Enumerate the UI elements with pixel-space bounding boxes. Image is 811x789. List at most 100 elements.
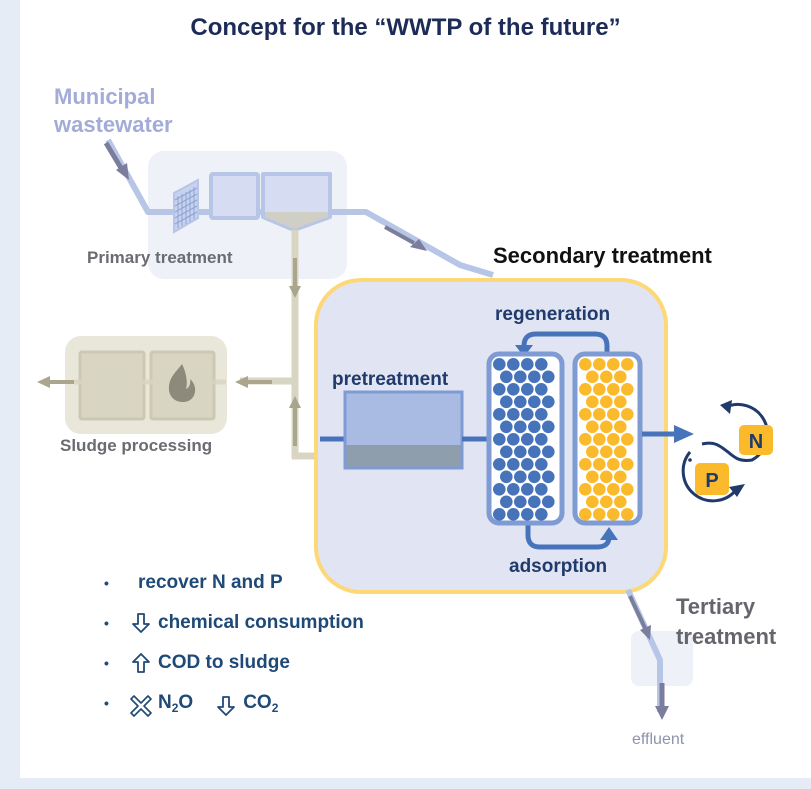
tertiary-treatment-label: Tertiary treatment <box>676 592 776 652</box>
adsorbent-bead <box>607 433 620 446</box>
bullet-dot: • <box>104 615 109 631</box>
adsorbent-bead <box>621 383 634 396</box>
co2-text: CO2 <box>243 690 278 721</box>
adsorbent-bead <box>614 445 627 459</box>
adsorbent-bead <box>493 483 506 496</box>
adsorbent-bead <box>586 445 599 459</box>
arrow-down-outline-icon <box>132 613 150 633</box>
adsorbent-bead <box>542 495 555 509</box>
tertiary-label-line1: Tertiary <box>676 594 756 619</box>
benefit-text: COD to sludge <box>158 652 290 673</box>
adsorbent-bead <box>542 370 555 384</box>
blue-adsorbent-beads <box>493 358 555 521</box>
pretreatment-label: pretreatment <box>332 369 449 390</box>
municipal-wastewater-label: Municipal wastewater <box>54 83 173 139</box>
adsorbent-bead <box>521 458 534 471</box>
adsorbent-bead <box>493 383 506 396</box>
adsorbent-bead <box>621 458 634 471</box>
adsorbent-bead <box>586 420 599 434</box>
municipal-label-line1: Municipal <box>54 84 156 109</box>
adsorbent-bead <box>514 445 527 459</box>
adsorbent-bead <box>579 383 592 396</box>
adsorbent-bead <box>579 483 592 496</box>
adsorbent-bead <box>600 470 613 484</box>
adsorbent-bead <box>579 433 592 446</box>
adsorbent-bead <box>507 408 520 421</box>
nitrogen-label: N <box>749 431 763 453</box>
secondary-treatment-label: Secondary treatment <box>493 243 712 268</box>
adsorbent-bead <box>593 458 606 471</box>
adsorbent-bead <box>586 495 599 509</box>
adsorbent-bead <box>586 370 599 384</box>
adsorbent-bead <box>600 420 613 434</box>
influent-pipe <box>105 138 494 278</box>
n2o-o: O <box>178 692 194 713</box>
pretreatment-tank <box>343 390 464 470</box>
phosphorus-label: P <box>705 470 718 492</box>
adsorbent-bead <box>521 433 534 446</box>
primary-tank-1 <box>209 172 260 220</box>
adsorbent-bead <box>521 358 534 371</box>
adsorbent-bead <box>614 370 627 384</box>
phosphorus-badge <box>695 463 729 495</box>
benefit-text: chemical consumption <box>158 612 364 633</box>
adsorbent-bead <box>600 495 613 509</box>
adsorbent-bead <box>521 383 534 396</box>
flame-icon <box>168 364 196 402</box>
sludge-processing-label: Sludge processing <box>60 436 213 455</box>
municipal-label-line2: wastewater <box>54 112 173 137</box>
sludge-up-arrow-icon <box>289 396 301 446</box>
adsorbent-bead <box>507 483 520 496</box>
adsorbent-bead <box>614 495 627 509</box>
adsorption-arrow-icon <box>525 525 618 550</box>
n2o-n: N <box>158 692 172 713</box>
adsorbent-bead <box>507 358 520 371</box>
adsorbent-bead <box>621 408 634 421</box>
adsorbent-bead <box>521 508 534 521</box>
nitrogen-badge <box>739 425 773 455</box>
bullet-dot: • <box>104 695 109 711</box>
adsorbent-bead <box>542 470 555 484</box>
adsorbent-bead <box>600 370 613 384</box>
adsorbent-bead <box>621 358 634 371</box>
nutrient-recovery-cycle-icon <box>681 400 770 503</box>
adsorbent-bead <box>514 495 527 509</box>
n2o-subscript: 2 <box>171 701 179 715</box>
adsorbent-bead <box>528 495 541 509</box>
adsorbent-bead <box>621 483 634 496</box>
adsorbent-bead <box>621 433 634 446</box>
adsorbent-bead <box>607 458 620 471</box>
adsorbent-bead <box>579 508 592 521</box>
adsorbent-bead <box>528 420 541 434</box>
effluent-arrow-icon <box>655 683 669 720</box>
cross-outline-icon <box>130 694 152 717</box>
regeneration-arrow-icon <box>515 331 610 357</box>
adsorbent-bead <box>607 483 620 496</box>
adsorbent-bead <box>493 458 506 471</box>
adsorbent-bead <box>493 508 506 521</box>
adsorbent-bead <box>535 408 548 421</box>
adsorbent-bead <box>621 508 634 521</box>
adsorbent-bead <box>607 358 620 371</box>
screen-grid-icon <box>173 178 199 234</box>
adsorbent-bead <box>593 483 606 496</box>
adsorbent-bead <box>579 408 592 421</box>
regeneration-label: regeneration <box>495 304 611 325</box>
adsorbent-bead <box>542 395 555 409</box>
adsorbent-bead <box>607 408 620 421</box>
sludge-tank-1 <box>78 350 146 421</box>
sludge-left-arrow-icon <box>235 376 272 388</box>
adsorbent-bead <box>600 445 613 459</box>
adsorbent-bead <box>542 445 555 459</box>
primary-treatment-label: Primary treatment <box>87 248 233 267</box>
flow-arrow-to-secondary-icon <box>384 225 427 251</box>
adsorbent-bead <box>607 383 620 396</box>
adsorbent-bead <box>586 470 599 484</box>
adsorbent-bead <box>614 470 627 484</box>
influent-arrow-icon <box>103 141 129 180</box>
n2o-text: N2O <box>158 690 193 721</box>
adsorbent-bead <box>614 420 627 434</box>
bullet-dot: • <box>104 655 109 671</box>
tertiary-label-line2: treatment <box>676 624 777 649</box>
diagram-title: Concept for the “WWTP of the future” <box>190 14 621 41</box>
